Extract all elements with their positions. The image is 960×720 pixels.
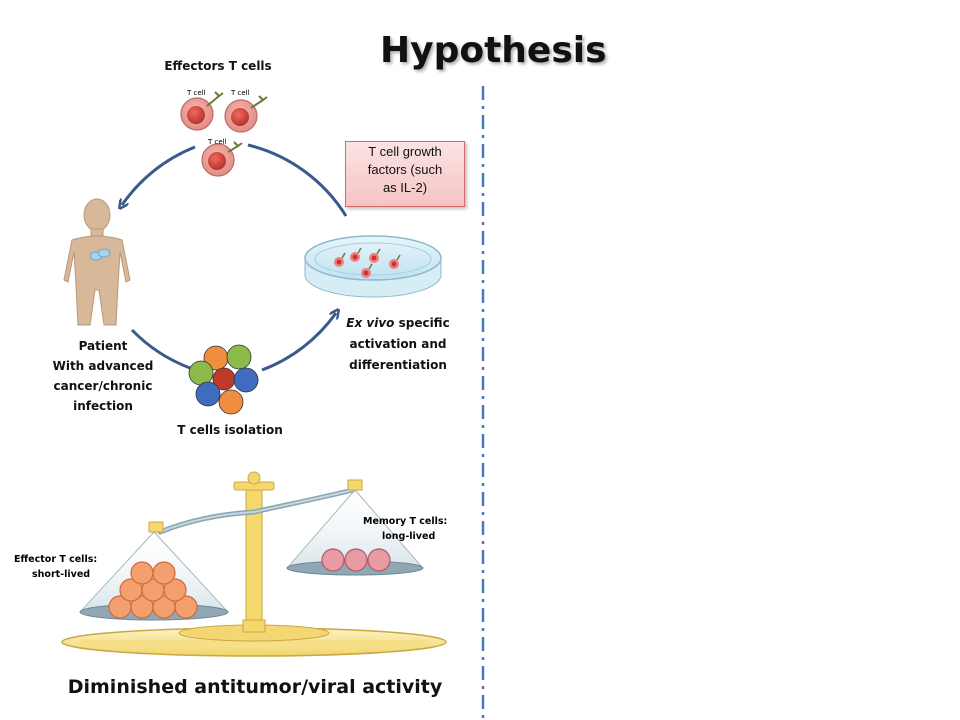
t-cell-tag: T cell — [230, 89, 250, 97]
cell-green — [226, 344, 252, 370]
page-title: Hypothesis — [380, 30, 607, 71]
dish-cell — [350, 247, 362, 262]
effector-t-cells: T cell T cell T cell — [180, 89, 268, 177]
ex-vivo-line3: differentiation — [349, 358, 447, 372]
cell-blue — [195, 381, 221, 407]
t-cells-isolation-label: T cells isolation — [177, 423, 283, 437]
ex-vivo-italic: Ex vivo — [346, 316, 395, 330]
t-cell-1: T cell — [180, 89, 224, 131]
conclusion-text: Diminished antitumor/viral activity — [67, 676, 443, 698]
dish-cell — [361, 263, 373, 278]
arrow-dish-to-effectors — [247, 143, 348, 217]
memory-cell-row — [321, 548, 391, 572]
hypothesis-illustration: T cell T cell T cell — [14, 89, 447, 657]
effector-cell — [163, 578, 187, 602]
memory-cell — [367, 548, 391, 572]
growth-factors-line: T cell growth — [368, 144, 442, 159]
patient-label-line: With advanced — [52, 359, 154, 373]
growth-factors-callout: T cell growth factors (such as IL-2) — [345, 141, 465, 207]
ex-vivo-label: Ex vivo specific activation and differen… — [336, 313, 460, 376]
effector-cell — [174, 595, 198, 619]
vertical-divider — [481, 86, 485, 720]
arrow-patient-to-isolation — [130, 328, 191, 370]
patient-label-line: cancer/chronic — [53, 379, 153, 393]
cell-orange — [218, 389, 244, 415]
dish-cell — [369, 248, 381, 263]
effectors-t-cells-label: Effectors T cells — [164, 59, 272, 73]
t-cell-tag: T cell — [186, 89, 206, 97]
effector-cell — [152, 561, 176, 585]
cycle-arrows — [122, 143, 348, 372]
cell-green — [188, 360, 214, 386]
effector-cell — [130, 561, 154, 585]
balance-post — [245, 485, 263, 633]
effector-label-line1: Effector T cells: — [14, 554, 97, 565]
petri-dish — [304, 235, 442, 298]
t-cell-2: T cell — [224, 89, 268, 133]
patient-label-line: infection — [73, 399, 133, 413]
effector-cell-pile — [108, 561, 198, 619]
organ-icon — [89, 248, 111, 261]
ex-vivo-line2: activation and — [349, 337, 447, 351]
memory-label-line1: Memory T cells: — [363, 516, 447, 527]
cell-blue — [233, 367, 259, 393]
arrow-effectors-to-patient — [122, 145, 196, 205]
dish-cell — [334, 252, 346, 267]
dish-cell — [389, 254, 401, 269]
memory-cell — [321, 548, 345, 572]
memory-cell — [344, 548, 368, 572]
patient-figure — [63, 198, 131, 326]
patient-label-line: Patient — [78, 339, 128, 353]
patient-label: Patient With advanced cancer/chronic inf… — [38, 336, 168, 416]
growth-factors-line: factors (such — [367, 162, 443, 177]
effector-label-line2: short-lived — [32, 569, 90, 580]
growth-factors-line: as IL-2) — [382, 180, 428, 195]
arrow-isolation-to-dish — [261, 313, 336, 372]
t-cell-tag: T cell — [207, 138, 227, 146]
ex-vivo-line1-rest: specific — [394, 316, 450, 330]
t-cell-3: T cell — [201, 138, 243, 177]
memory-label-line2: long-lived — [382, 531, 435, 542]
isolated-cell-cluster — [188, 344, 259, 415]
